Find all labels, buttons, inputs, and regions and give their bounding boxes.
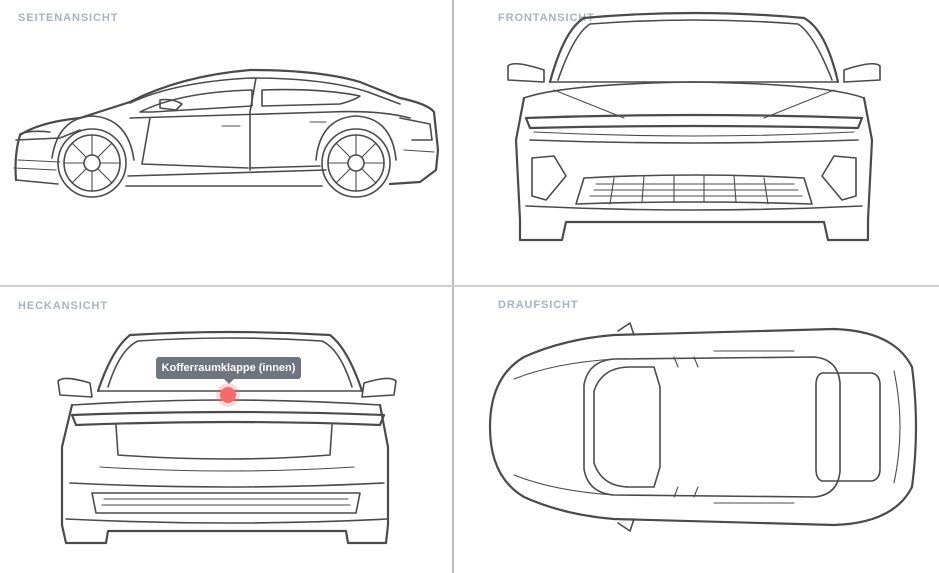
side-view-label: SEITENANSICHT: [18, 12, 119, 24]
top-view-panel[interactable]: DRAUFSICHT: [454, 287, 939, 573]
side-view-car-drawing: [13, 68, 440, 198]
rear-view-car-drawing: [57, 330, 397, 545]
rear-view-panel[interactable]: HECKANSICHT Kofferraumklappe (innen): [0, 287, 452, 573]
hotspot-tooltip: Kofferraumklappe (innen): [156, 357, 301, 384]
horizontal-divider: [0, 285, 939, 287]
rear-view-label: HECKANSICHT: [18, 300, 108, 312]
front-view-car-drawing: [507, 11, 881, 242]
damage-hotspot-marker[interactable]: [220, 387, 236, 403]
front-view-label: FRONTANSICHT: [498, 12, 595, 24]
side-view-panel[interactable]: SEITENANSICHT: [0, 0, 452, 285]
front-view-panel[interactable]: FRONTANSICHT: [454, 0, 939, 285]
top-view-car-drawing: [488, 322, 918, 532]
top-view-label: DRAUFSICHT: [498, 299, 579, 311]
